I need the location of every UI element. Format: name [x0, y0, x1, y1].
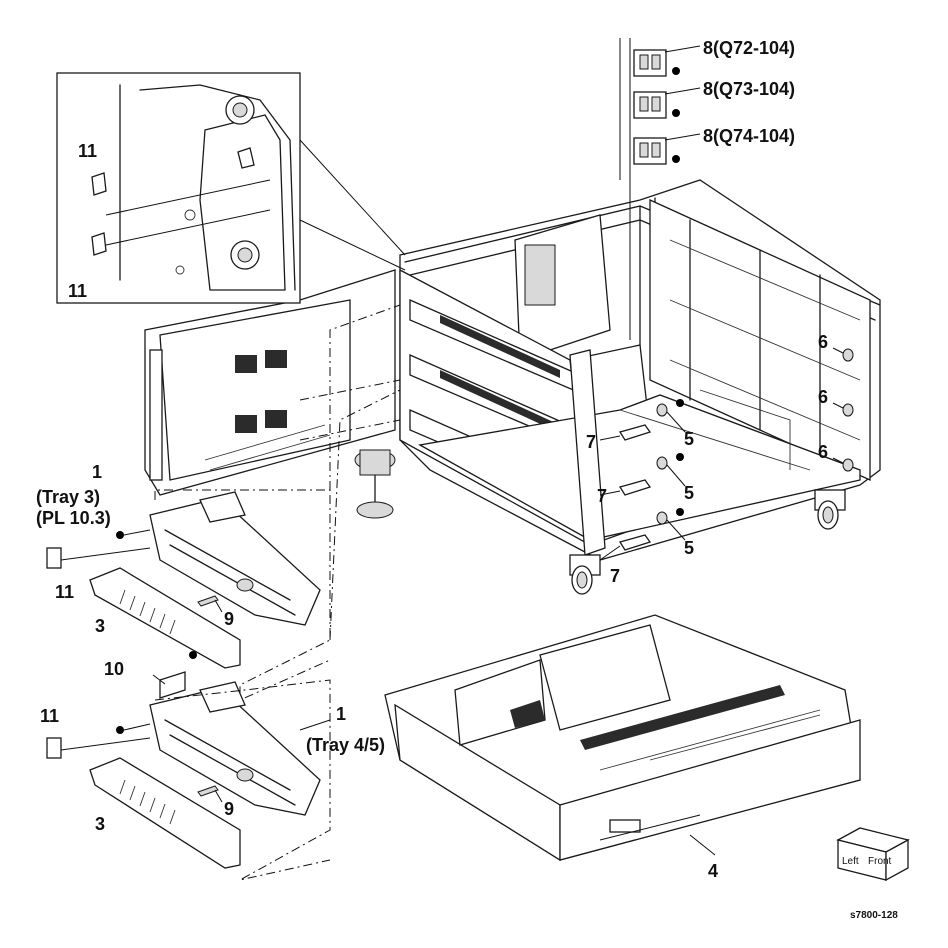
callout-5-top: 5 — [684, 429, 694, 449]
callout-5-middle: 5 — [684, 483, 694, 503]
callout-11-inset-top: 11 — [78, 141, 97, 161]
paper-tray — [384, 614, 861, 862]
callout-10: 10 — [104, 659, 124, 679]
callout-8-q73: 8(Q73-104) — [703, 79, 795, 99]
callout-6-middle: 6 — [818, 387, 828, 407]
callout-11-lower: 11 — [40, 706, 59, 726]
feed-assembly-tray45 — [46, 651, 331, 881]
callout-7-middle: 7 — [597, 486, 607, 506]
tray45-label: (Tray 4/5) — [306, 735, 385, 755]
cube-front-label: Front — [868, 856, 892, 867]
callout-11-upper: 11 — [55, 582, 74, 602]
feeder-frame-assembly — [354, 179, 881, 595]
detail-inset — [56, 72, 406, 304]
callout-6-bottom: 6 — [818, 442, 828, 462]
callout-labels: 11 11 8(Q72-104) 8(Q73-104) 8(Q74-104) 6… — [36, 38, 898, 921]
callout-3-lower: 3 — [95, 814, 105, 834]
orientation-cube: Left Front — [836, 827, 910, 882]
callout-5-bottom: 5 — [684, 538, 694, 558]
callout-8-q74: 8(Q74-104) — [703, 126, 795, 146]
callout-9-upper: 9 — [224, 609, 234, 629]
callout-8-q72: 8(Q72-104) — [703, 38, 795, 58]
callout-7-bottom: 7 — [610, 566, 620, 586]
callout-7-top: 7 — [586, 432, 596, 452]
callout-9-lower: 9 — [224, 799, 234, 819]
callout-1-upper: 1 — [92, 462, 102, 482]
rollers-and-levers — [599, 347, 854, 561]
cube-left-label: Left — [842, 856, 859, 867]
tray3-label: (Tray 3) — [36, 487, 100, 507]
callout-4: 4 — [708, 861, 718, 881]
callout-3-upper: 3 — [95, 616, 105, 636]
callout-11-inset-bottom: 11 — [68, 281, 87, 301]
callout-6-top: 6 — [818, 332, 828, 352]
switch-assembly-group — [619, 38, 701, 340]
pl-10-3-label: (PL 10.3) — [36, 508, 111, 528]
left-side-frame-panel — [144, 269, 401, 496]
callout-1-lower: 1 — [336, 704, 346, 724]
figure-id: s7800-128 — [850, 910, 898, 921]
